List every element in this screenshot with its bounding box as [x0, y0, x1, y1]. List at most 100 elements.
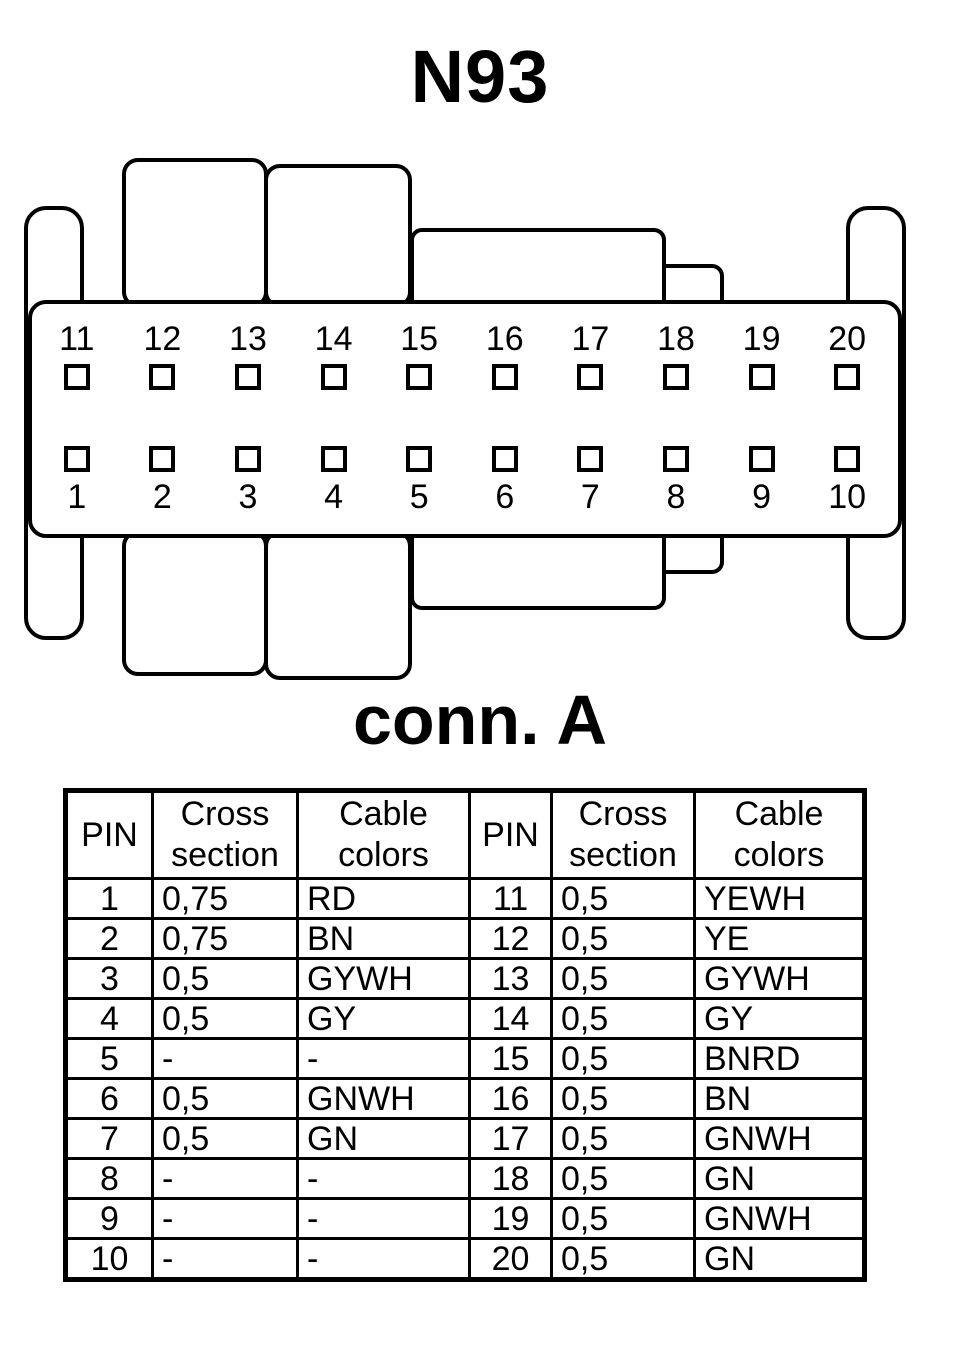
- pin-cell-right: 18: [468, 1157, 553, 1200]
- table-row: 4 0,5 GY 14 0,5 GY: [64, 997, 866, 1040]
- cross-section-cell-right: 0,5: [550, 1197, 696, 1240]
- pin-row-bottom: 1 2 3 4 5 6 7 8 9 10: [34, 446, 890, 514]
- cross-section-cell-left: 0,5: [151, 997, 299, 1040]
- pin-number: 15: [400, 320, 439, 358]
- cable-color-cell-right: YE: [693, 917, 866, 960]
- pin-square: [491, 446, 518, 472]
- cable-color-cell-left: GNWH: [296, 1077, 471, 1120]
- pin-row-top: 11 12 13 14 15 16 17 18 19 20: [34, 322, 890, 390]
- cross-section-cell-right: 0,5: [550, 1077, 696, 1120]
- pin-number: 18: [657, 320, 695, 358]
- cable-color-cell-right: GYWH: [693, 957, 866, 1000]
- cable-color-cell-left: RD: [296, 877, 471, 920]
- cable-color-cell-left: -: [296, 1197, 471, 1240]
- cable-color-cell-left: BN: [296, 917, 471, 960]
- pin-square: [834, 364, 861, 390]
- pin-cell-right: 14: [468, 997, 553, 1040]
- pin-cell-left: 3: [64, 957, 154, 1000]
- table-row: 3 0,5 GYWH 13 0,5 GYWH: [64, 957, 866, 1000]
- latch-tab-top-left: [122, 158, 268, 308]
- pin-cell: 14: [291, 322, 377, 390]
- column-header-cable-colors-left: Cable colors: [296, 789, 471, 880]
- latch-tab-bottom-left: [122, 530, 268, 676]
- pin-cell-right: 16: [468, 1077, 553, 1120]
- cross-section-cell-left: 0,5: [151, 957, 299, 1000]
- pin-number: 10: [828, 478, 867, 516]
- pin-cell: 15: [376, 322, 462, 390]
- pin-square: [320, 446, 347, 472]
- pin-square: [234, 446, 261, 472]
- pin-number: 19: [742, 320, 781, 358]
- pin-square: [63, 446, 90, 472]
- pin-cell-right: 17: [468, 1117, 553, 1160]
- cable-color-cell-left: -: [296, 1157, 471, 1200]
- pin-square: [491, 364, 518, 390]
- connector-body: [28, 300, 902, 538]
- pin-number: 1: [67, 478, 87, 516]
- pin-cell-left: 10: [64, 1237, 154, 1281]
- pin-square: [234, 364, 261, 390]
- connector-label: conn. A: [352, 681, 608, 759]
- pin-number: 14: [314, 320, 353, 358]
- latch-tab-bottom-middle: [264, 530, 412, 680]
- cross-section-cell-right: 0,5: [550, 877, 696, 920]
- pin-cell: 11: [34, 322, 120, 390]
- pin-number: 13: [229, 320, 267, 358]
- pin-square: [662, 364, 689, 390]
- table-row: 7 0,5 GN 17 0,5 GNWH: [64, 1117, 866, 1160]
- cross-section-cell-right: 0,5: [550, 1157, 696, 1200]
- pin-square: [406, 364, 433, 390]
- cable-color-cell-left: -: [296, 1237, 471, 1281]
- pin-number: 3: [238, 478, 258, 516]
- pin-square: [63, 364, 90, 390]
- cross-section-cell-left: -: [151, 1037, 299, 1080]
- pin-number: 9: [752, 478, 772, 516]
- pin-number: 16: [485, 320, 524, 358]
- pin-cell-left: 4: [64, 997, 154, 1040]
- cross-section-cell-left: 0,75: [151, 917, 299, 960]
- pin-cell-left: 5: [64, 1037, 154, 1080]
- pin-cell: 6: [462, 446, 548, 514]
- pin-cell-left: 8: [64, 1157, 154, 1200]
- pin-number: 17: [571, 320, 610, 358]
- cable-color-cell-right: GN: [693, 1237, 866, 1281]
- pin-cell: 9: [719, 446, 805, 514]
- table-row: 9 - - 19 0,5 GNWH: [64, 1197, 866, 1240]
- pin-square: [149, 364, 176, 390]
- column-header-cross-section-right: Cross section: [550, 789, 696, 880]
- table-row: 10 - - 20 0,5 GN: [64, 1237, 866, 1281]
- pin-number: 5: [409, 478, 429, 516]
- table-row: 5 - - 15 0,5 BNRD: [64, 1037, 866, 1080]
- pin-cell: 5: [376, 446, 462, 514]
- cross-section-cell-right: 0,5: [550, 957, 696, 1000]
- column-header-cross-section-left: Cross section: [151, 789, 299, 880]
- pin-cell-right: 15: [468, 1037, 553, 1080]
- cross-section-cell-left: 0,75: [151, 877, 299, 920]
- pin-cell: 13: [205, 322, 291, 390]
- pin-cell: 16: [462, 322, 548, 390]
- cross-section-cell-left: -: [151, 1237, 299, 1281]
- cable-color-cell-right: BN: [693, 1077, 866, 1120]
- pin-cell: 3: [205, 446, 291, 514]
- pin-cell-right: 12: [468, 917, 553, 960]
- pin-square: [406, 446, 433, 472]
- table-row: 2 0,75 BN 12 0,5 YE: [64, 917, 866, 960]
- pin-number: 6: [495, 478, 515, 516]
- pin-cell: 8: [633, 446, 719, 514]
- pin-cell: 1: [34, 446, 120, 514]
- pin-cell-right: 13: [468, 957, 553, 1000]
- cable-color-cell-right: YEWH: [693, 877, 866, 920]
- table-row: 6 0,5 GNWH 16 0,5 BN: [64, 1077, 866, 1120]
- pin-cell: 12: [120, 322, 206, 390]
- pin-cell-left: 1: [64, 877, 154, 920]
- pinout-table: PIN Cross section Cable colors PIN Cross…: [63, 788, 867, 1282]
- cross-section-cell-left: 0,5: [151, 1077, 299, 1120]
- cross-section-cell-right: 0,5: [550, 1117, 696, 1160]
- pin-number: 11: [59, 320, 95, 358]
- table-row: 8 - - 18 0,5 GN: [64, 1157, 866, 1200]
- cable-color-cell-left: GYWH: [296, 957, 471, 1000]
- pin-cell: 4: [291, 446, 377, 514]
- pin-cell-right: 19: [468, 1197, 553, 1240]
- pin-number: 12: [143, 320, 182, 358]
- pin-square: [748, 364, 775, 390]
